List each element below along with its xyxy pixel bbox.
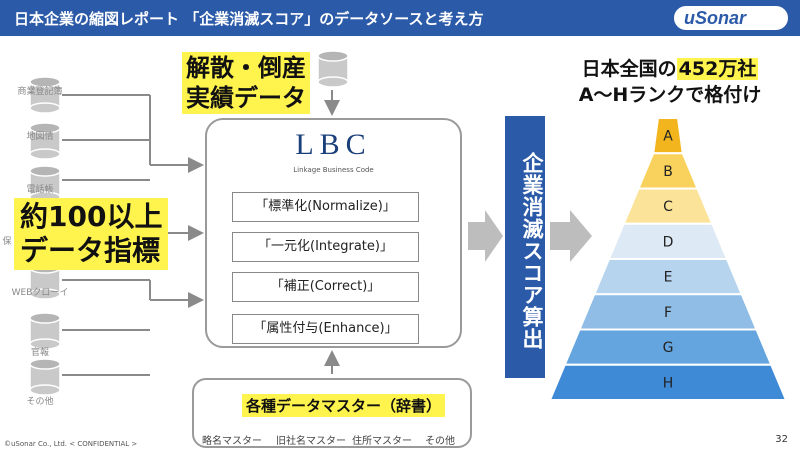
rank-label-f: F — [664, 305, 672, 321]
source-label: その他 — [26, 397, 54, 407]
data-indicators-label: 約100以上 データ指標 — [14, 198, 169, 270]
cylinder-icon — [29, 122, 61, 160]
total-line2: A～Hランクで格付け — [578, 84, 762, 106]
bankruptcy-data-label: 解散・倒産 実績データ — [182, 52, 310, 114]
logo-text: uSonar — [684, 8, 747, 28]
arrow-to-calc — [468, 210, 503, 262]
rank-label-a: A — [663, 129, 673, 145]
rank-label-e: E — [664, 270, 673, 286]
master-item: その他 — [425, 436, 455, 447]
master-item: 旧社名マスター — [276, 436, 346, 447]
source-label: WEBクローイ — [11, 288, 69, 298]
data-indicators-line2: データ指標 — [20, 234, 161, 267]
lbc-logo: LBC — [295, 128, 372, 161]
rank-label-g: G — [663, 340, 674, 356]
source-label: 地図情 — [26, 132, 54, 142]
data-indicators-line1: 約100以上 — [20, 200, 163, 233]
bankruptcy-line2: 実績データ — [186, 84, 306, 112]
total-prefix: 日本全国の — [581, 58, 677, 80]
step-correct: 「補正(Correct)」 — [232, 272, 419, 302]
bankruptcy-line1: 解散・倒産 — [186, 54, 306, 82]
header-bar: 日本企業の縮図レポート 「企業消滅スコア」のデータソースと考え方 uSonar — [0, 0, 800, 36]
cylinder-icon — [29, 312, 61, 350]
source-label: 保 — [2, 237, 12, 247]
cylinder-icon — [317, 50, 349, 88]
rank-label-c: C — [663, 199, 673, 215]
pyramid-tier-h — [548, 363, 788, 401]
score-calculation-label: 企業消滅スコア算出 — [520, 152, 544, 350]
score-calculation-box: 企業消滅スコア算出 — [505, 116, 545, 378]
source-label: 電話帳 — [26, 185, 54, 195]
cylinder-icon — [29, 76, 61, 114]
total-number: 452万社 — [676, 58, 759, 80]
page-number: 32 — [775, 434, 788, 445]
lbc-subtitle: Linkage Business Code — [293, 166, 374, 174]
source-label: 商業登記簿 — [17, 87, 63, 97]
rank-label-b: B — [663, 164, 673, 180]
master-item: 住所マスター — [352, 436, 412, 447]
slide-title: 日本企業の縮図レポート 「企業消滅スコア」のデータソースと考え方 — [14, 10, 484, 28]
cylinder-icon — [29, 358, 61, 396]
step-normalize: 「標準化(Normalize)」 — [232, 192, 419, 222]
source-cylinders — [29, 50, 349, 396]
footer-copyright: ©uSonar Co., Ltd. < CONFIDENTIAL > — [4, 440, 138, 448]
arrow-to-pyramid — [550, 210, 592, 262]
source-connectors — [62, 90, 340, 376]
usonar-logo: uSonar — [672, 4, 790, 32]
step-enhance: 「属性付与(Enhance)」 — [232, 314, 419, 344]
master-item: 略名マスター — [202, 436, 262, 447]
rank-label-d: D — [663, 234, 674, 250]
source-label: 官報 — [30, 348, 49, 358]
step-integrate: 「一元化(Integrate)」 — [232, 232, 419, 262]
lbc-process-box: LBC Linkage Business Code 「標準化(Normalize… — [205, 118, 462, 348]
rank-label-h: H — [663, 375, 674, 391]
master-data-label: 各種データマスター（辞書） — [242, 394, 446, 417]
rank-pyramid: A B C D E F G H — [548, 117, 788, 401]
